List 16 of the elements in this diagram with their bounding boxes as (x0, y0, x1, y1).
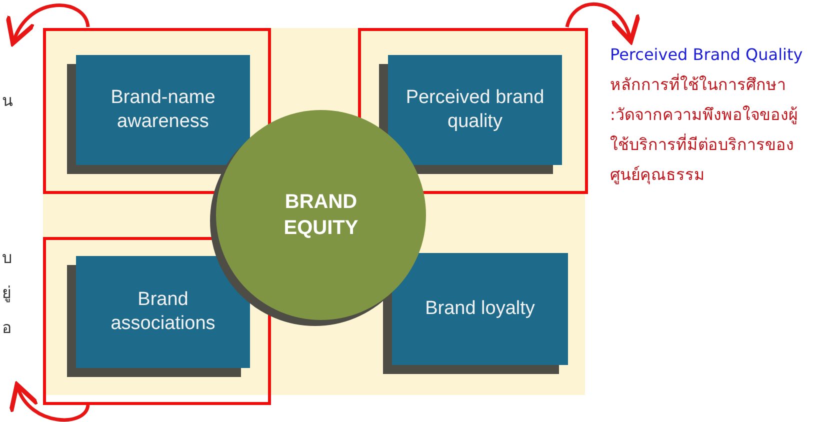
annotation-heading: Perceived Brand Quality (610, 44, 804, 66)
annotation-text: หลักการที่ใช้ในการศึกษา :วัดจากความพึงพอใจของผู้ใช้บริการที่มีต่อบริการของศูนย์คุณธรรม (610, 72, 798, 186)
concept-box: Brand associations (76, 256, 250, 368)
curved-arrow (11, 382, 90, 422)
text-fragment: อ (2, 317, 12, 339)
curved-arrow (8, 4, 90, 46)
highlight-frame (358, 28, 588, 194)
highlight-frame (43, 28, 271, 194)
text-fragment: บ (2, 247, 12, 269)
concept-box: Brand-name awareness (76, 55, 250, 165)
curved-arrow (565, 2, 639, 44)
concept-box: Brand loyalty (392, 253, 568, 365)
text-fragment: ยู่ (2, 282, 11, 304)
text-fragment: น (2, 90, 13, 112)
concept-box: Perceived brand quality (388, 55, 562, 165)
highlight-frame (43, 237, 271, 405)
